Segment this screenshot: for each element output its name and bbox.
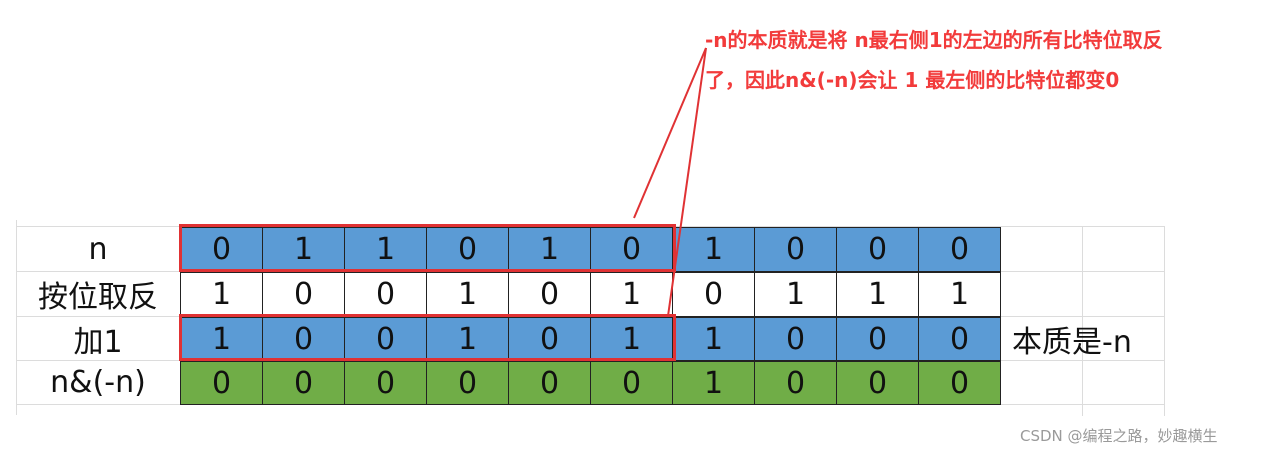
bit-cell: 1 [590, 272, 673, 317]
bit-cell: 0 [918, 361, 1001, 405]
row-label-n: n [88, 231, 108, 267]
bit-cell: 0 [754, 361, 837, 405]
gridline [16, 220, 17, 415]
bit-cell: 1 [426, 272, 509, 317]
bit-cell: 0 [508, 272, 591, 317]
bit-cell: 0 [754, 317, 837, 361]
bit-cell: 1 [754, 272, 837, 317]
bit-cell: 0 [590, 361, 673, 405]
bit-cell: 0 [344, 317, 427, 361]
bit-cell: 0 [836, 361, 919, 405]
row-label-add-one: 加1 [73, 324, 123, 360]
bit-cell: 0 [590, 227, 673, 272]
bit-cell: 0 [672, 272, 755, 317]
bit-cell: 0 [836, 227, 919, 272]
bit-cell: 1 [426, 317, 509, 361]
bit-cell: 1 [672, 317, 755, 361]
row-label-n-and-neg-n: n&(-n) [50, 365, 146, 400]
bit-cell: 0 [918, 227, 1001, 272]
bit-cell: 0 [508, 317, 591, 361]
gridline [1164, 226, 1165, 416]
bit-cell: 1 [918, 272, 1001, 317]
bit-cell: 0 [426, 361, 509, 405]
bit-cell: 0 [262, 317, 345, 361]
bit-cell: 1 [672, 227, 755, 272]
bit-cell: 0 [918, 317, 1001, 361]
annotation-line-1: -n的本质就是将 n最右侧1的左边的所有比特位取反 [705, 28, 1163, 52]
watermark: CSDN @编程之路，妙趣横生 [1020, 427, 1218, 445]
bit-cell: 1 [672, 361, 755, 405]
gridline [1082, 226, 1083, 416]
callout-line-to-n [633, 47, 707, 219]
bit-cell: 1 [836, 272, 919, 317]
bit-cell: 0 [836, 317, 919, 361]
bit-cell: 0 [180, 361, 263, 405]
annotation-line-2: 了，因此n&(-n)会让 1 最左侧的比特位都变0 [705, 68, 1120, 92]
bit-cell: 1 [590, 317, 673, 361]
bit-cell: 1 [180, 272, 263, 317]
callout-line-to-add-one [667, 47, 707, 317]
bit-cell: 1 [344, 227, 427, 272]
side-label-neg-n: 本质是-n [1012, 324, 1132, 360]
bit-cell: 0 [508, 361, 591, 405]
bit-cell: 0 [262, 272, 345, 317]
row-label-invert: 按位取反 [38, 280, 158, 315]
bit-cell: 0 [262, 361, 345, 405]
